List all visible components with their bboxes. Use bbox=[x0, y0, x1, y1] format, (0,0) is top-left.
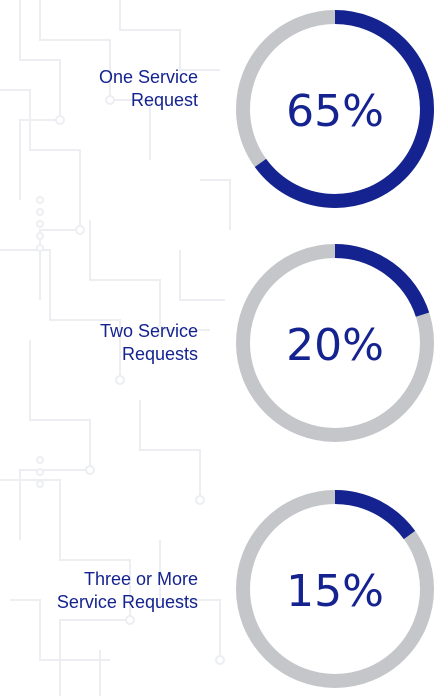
donut-2-value-arc bbox=[236, 244, 434, 442]
donut-chart-1: 65% bbox=[236, 10, 434, 208]
donut-2-value-label: 20% bbox=[286, 320, 384, 371]
donut-chart-3: 15% bbox=[236, 490, 434, 688]
donut-1-value-arc bbox=[236, 10, 434, 208]
chart-row-2: Two Service Requests 20% bbox=[0, 232, 434, 464]
chart-row-3: Three or More Service Requests 15% bbox=[0, 464, 434, 696]
donut-3-value-label: 15% bbox=[286, 566, 384, 617]
donut-chart-2: 20% bbox=[236, 244, 434, 442]
chart-3-label: Three or More Service Requests bbox=[56, 569, 198, 612]
chart-2-label: Two Service Requests bbox=[99, 321, 198, 364]
chart-row-1: One Service Request 65% bbox=[0, 0, 434, 232]
chart-1-label: One Service Request bbox=[98, 67, 198, 110]
donut-1-value-label: 65% bbox=[286, 86, 384, 137]
donut-3-value-arc bbox=[236, 490, 434, 688]
